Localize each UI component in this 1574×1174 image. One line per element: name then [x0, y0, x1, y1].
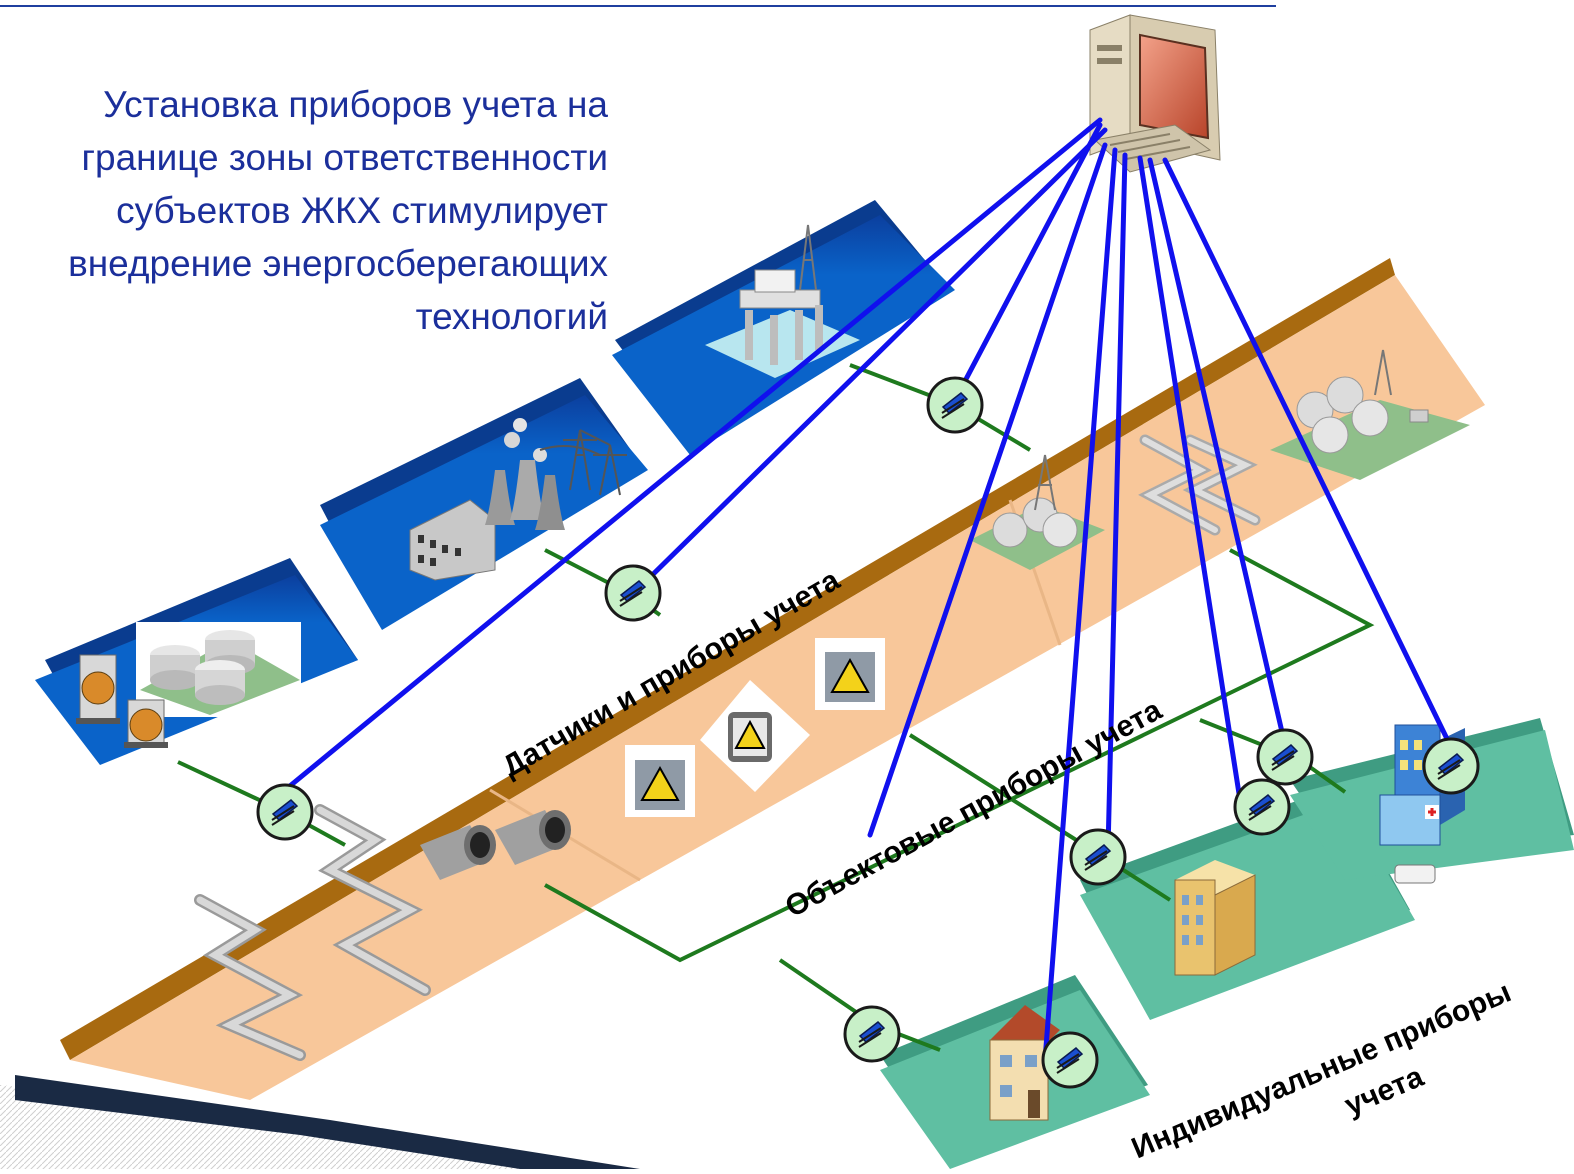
data-links — [282, 117, 1453, 1063]
meter-node-icon — [1256, 728, 1314, 786]
meter-node-icon — [256, 783, 314, 841]
house-icon — [989, 1005, 1060, 1121]
apartment-building-icon — [1174, 860, 1256, 976]
caption-line-4: внедрение энергосберегающих — [68, 243, 608, 284]
power-plant-icon — [409, 418, 565, 581]
caption: Установка приборов учета на границе зоны… — [0, 78, 608, 343]
meter-node-icon — [843, 1005, 901, 1063]
offshore-platform-icon — [705, 224, 860, 378]
caption-line-5: технологий — [415, 296, 608, 337]
meter-nodes — [256, 376, 1480, 1089]
meter-node-icon — [604, 564, 662, 622]
pipe-segment-icon — [420, 810, 571, 880]
electric-meter-icon — [700, 680, 810, 792]
storage-tanks-icon — [136, 622, 301, 717]
pipeline-icon — [194, 804, 431, 1061]
oil-rig-icon — [1034, 454, 1056, 511]
transformer-icon — [625, 638, 885, 817]
corner-arrow-decoration — [0, 1075, 640, 1169]
meter-node-icon — [926, 376, 984, 434]
caption-line-3: субъектов ЖКХ стимулирует — [116, 190, 608, 231]
production-band-2 — [320, 378, 648, 630]
gas-valve-icon — [76, 654, 168, 748]
computer-server-icon — [1089, 14, 1221, 173]
power-pylon-icon — [539, 429, 627, 496]
hospital-icon — [1379, 724, 1465, 884]
meter-node-icon — [1069, 828, 1127, 886]
meter-node-icon — [1233, 778, 1291, 836]
meter-node-icon — [1041, 1031, 1099, 1089]
caption-line-1: Установка приборов учета на — [103, 84, 608, 125]
gas-spheres-icon — [970, 349, 1470, 570]
meter-node-icon — [1422, 737, 1480, 795]
caption-line-2: границе зоны ответственности — [81, 137, 608, 178]
